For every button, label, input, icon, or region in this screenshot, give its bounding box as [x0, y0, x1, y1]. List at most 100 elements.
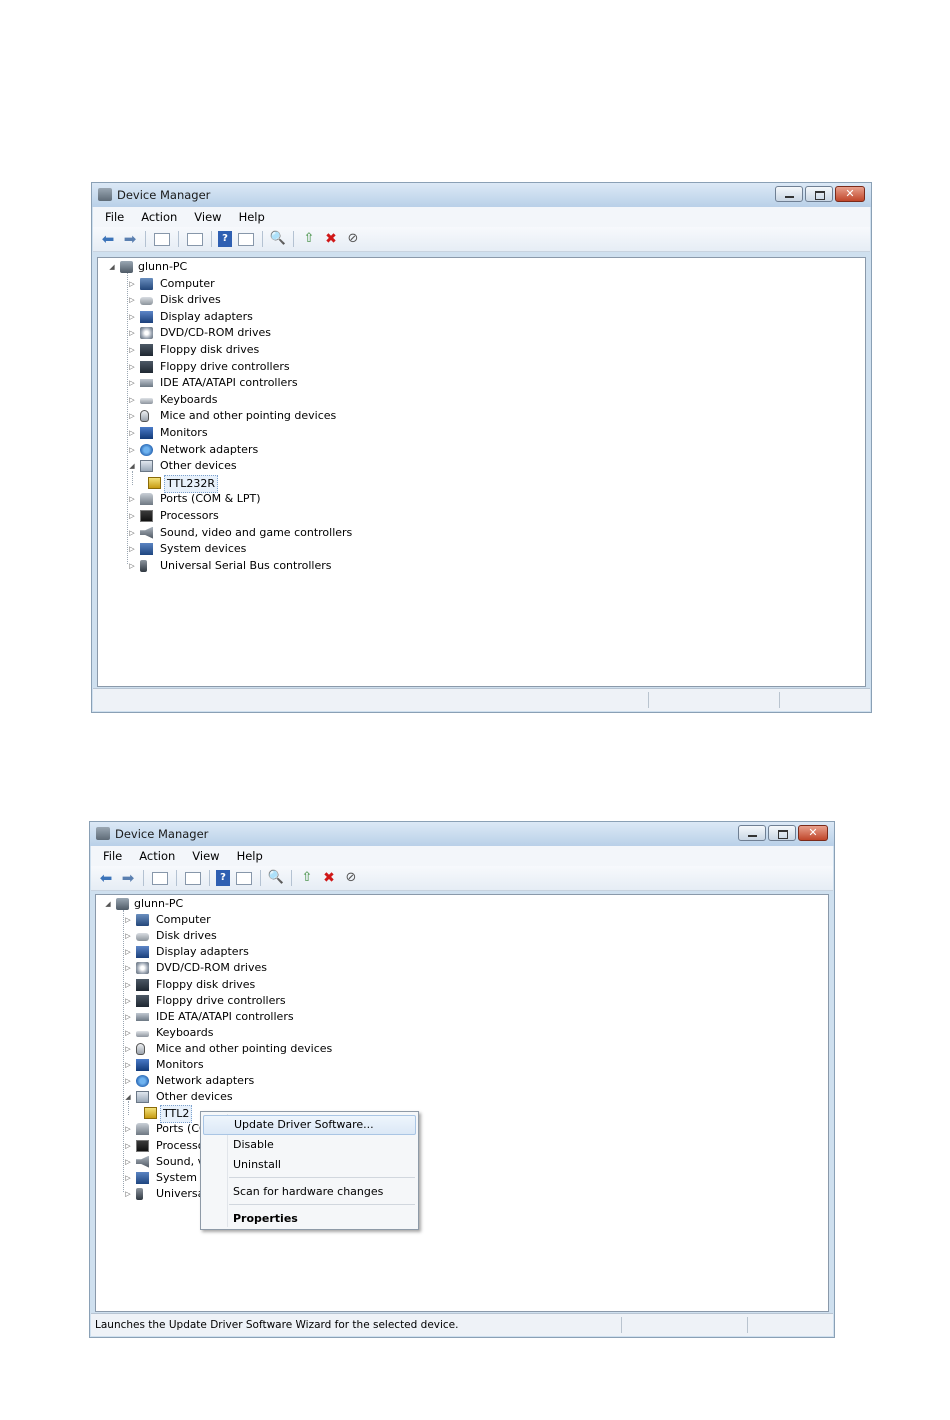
expand-icon[interactable]: ▷ — [125, 1044, 131, 1053]
expand-icon[interactable]: ▷ — [125, 916, 131, 925]
menu-file[interactable]: File — [105, 210, 125, 224]
expand-icon[interactable]: ▷ — [129, 395, 135, 404]
mouse-icon — [136, 1042, 145, 1055]
minimize-button[interactable] — [775, 186, 803, 202]
monitor-icon — [140, 427, 153, 439]
context-disable[interactable]: Disable — [233, 1138, 274, 1151]
tree-item-label: Computer — [156, 913, 211, 927]
expand-icon[interactable]: ▷ — [129, 312, 135, 321]
show-hide-console-tree-icon[interactable] — [185, 871, 201, 885]
expand-icon[interactable]: ▷ — [125, 1125, 131, 1134]
expand-icon[interactable]: ▷ — [125, 1012, 131, 1021]
expand-icon[interactable]: ▷ — [129, 445, 135, 454]
up-one-level-icon[interactable] — [152, 871, 168, 885]
expand-icon[interactable]: ▷ — [125, 1189, 131, 1198]
expand-icon[interactable]: ▷ — [129, 545, 135, 554]
maximize-button[interactable] — [805, 186, 833, 202]
menu-help[interactable]: Help — [236, 849, 263, 863]
expand-icon[interactable]: ▷ — [129, 412, 135, 421]
title-bar[interactable]: Device Manager — [92, 183, 871, 207]
expand-icon[interactable]: ▷ — [129, 512, 135, 520]
expand-icon[interactable]: ▷ — [125, 1061, 131, 1069]
update-driver-icon[interactable]: ⇧ — [303, 231, 315, 246]
maximize-button[interactable] — [768, 825, 796, 841]
collapse-icon[interactable]: ◢ — [129, 462, 135, 471]
disable-icon[interactable]: ⊘ — [345, 870, 357, 885]
expand-icon[interactable]: ▷ — [125, 1141, 131, 1150]
scan-hardware-icon[interactable]: 🔍 — [269, 231, 287, 246]
properties-icon[interactable] — [238, 232, 254, 246]
scan-hardware-icon[interactable]: 🔍 — [267, 870, 285, 885]
tree-item-label: DVD/CD-ROM drives — [160, 326, 271, 340]
expand-icon[interactable]: ▷ — [125, 1173, 131, 1182]
display-adapter-icon — [136, 946, 149, 959]
expand-icon[interactable]: ▷ — [125, 948, 131, 957]
expand-icon[interactable]: ▷ — [129, 429, 135, 437]
toolbar: ⬅ ➡ ? 🔍 ⇧ ✖ ⊘ — [91, 866, 833, 891]
device-tree-pane[interactable]: ◢glunn-PC▷Computer▷Disk drives▷Display a… — [95, 894, 829, 1312]
menu-file[interactable]: File — [103, 849, 123, 863]
expand-icon[interactable]: ▷ — [129, 279, 135, 288]
keyboard-icon — [140, 397, 153, 404]
forward-icon[interactable]: ➡ — [121, 869, 135, 887]
floppy-controller-icon — [140, 360, 153, 373]
menu-view[interactable]: View — [194, 210, 222, 224]
context-update-driver[interactable]: Update Driver Software... — [203, 1115, 416, 1135]
expand-icon[interactable]: ▷ — [125, 1077, 131, 1086]
monitor-icon — [136, 1059, 149, 1071]
device-manager-window-1: Device Manager File Action View Help ⬅ ➡… — [91, 182, 872, 713]
expand-icon[interactable]: ▷ — [129, 362, 135, 371]
back-icon[interactable]: ⬅ — [101, 230, 115, 248]
uninstall-icon[interactable]: ✖ — [323, 870, 335, 886]
expand-icon[interactable]: ▷ — [129, 379, 135, 388]
expand-icon[interactable]: ▷ — [129, 329, 135, 338]
uninstall-icon[interactable]: ✖ — [325, 231, 337, 247]
warning-device-icon — [144, 1107, 157, 1120]
properties-icon[interactable] — [236, 871, 252, 885]
expand-icon[interactable]: ▷ — [125, 980, 131, 989]
toolbar: ⬅ ➡ ? 🔍 ⇧ ✖ ⊘ — [93, 227, 870, 252]
tree-item-label: Ports (COM & LPT) — [160, 492, 261, 506]
title-bar[interactable]: Device Manager — [90, 822, 834, 846]
usb-icon — [140, 559, 147, 572]
expand-icon[interactable]: ▷ — [129, 495, 135, 504]
menu-view[interactable]: View — [192, 849, 220, 863]
update-driver-icon[interactable]: ⇧ — [301, 870, 313, 885]
device-tree-pane[interactable]: ◢glunn-PC▷Computer▷Disk drives▷Display a… — [97, 257, 866, 687]
collapse-icon[interactable]: ◢ — [109, 263, 115, 271]
context-properties[interactable]: Properties — [233, 1212, 298, 1225]
expand-icon[interactable]: ▷ — [125, 1157, 131, 1166]
forward-icon[interactable]: ➡ — [123, 230, 137, 248]
expand-icon[interactable]: ▷ — [125, 964, 131, 973]
expand-icon[interactable]: ▷ — [129, 296, 135, 305]
minimize-button[interactable] — [738, 825, 766, 841]
expand-icon[interactable]: ▷ — [129, 346, 135, 354]
system-devices-icon — [140, 543, 153, 556]
close-button[interactable] — [835, 186, 865, 202]
context-scan-hardware[interactable]: Scan for hardware changes — [233, 1185, 384, 1198]
menu-help[interactable]: Help — [238, 210, 265, 224]
tree-item-label: Mice and other pointing devices — [160, 409, 337, 423]
up-one-level-icon[interactable] — [154, 232, 170, 246]
expand-icon[interactable]: ▷ — [129, 561, 135, 570]
expand-icon[interactable]: ▷ — [125, 1028, 131, 1037]
show-hide-console-tree-icon[interactable] — [187, 232, 203, 246]
expand-icon[interactable]: ▷ — [129, 528, 135, 537]
back-icon[interactable]: ⬅ — [99, 869, 113, 887]
expand-icon[interactable]: ▷ — [125, 932, 131, 941]
collapse-icon[interactable]: ◢ — [105, 900, 111, 908]
menu-action[interactable]: Action — [139, 849, 176, 863]
tree-item-label: Processo — [156, 1138, 205, 1152]
system-devices-icon — [136, 1171, 149, 1184]
help-icon[interactable]: ? — [216, 870, 230, 886]
help-icon[interactable]: ? — [218, 231, 232, 247]
close-button[interactable] — [798, 825, 828, 841]
expand-icon[interactable]: ▷ — [125, 996, 131, 1005]
disk-drive-icon — [140, 297, 153, 306]
menu-action[interactable]: Action — [141, 210, 178, 224]
collapse-icon[interactable]: ◢ — [125, 1093, 131, 1102]
context-uninstall[interactable]: Uninstall — [233, 1158, 281, 1171]
dvd-drive-icon — [136, 962, 149, 975]
disable-icon[interactable]: ⊘ — [347, 231, 359, 246]
processor-icon — [136, 1139, 149, 1152]
